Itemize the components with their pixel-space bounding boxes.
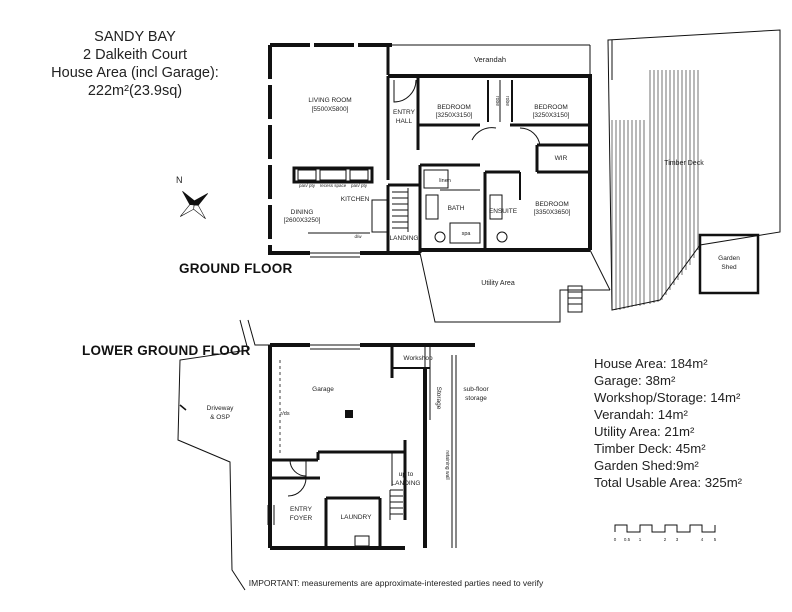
label-garden-shed-2: Shed (721, 264, 737, 271)
label-garage: Garage (312, 386, 334, 393)
label-storage: Storage (435, 387, 442, 410)
ground-floor-labels: Verandah LIVING ROOM [5500X5800] ENTRY H… (284, 55, 741, 287)
label-laundry: LAUNDRY (341, 514, 373, 521)
label-bedroom-2-dim: [3250X3150] (533, 112, 570, 119)
label-robe-2: robe (504, 96, 510, 106)
label-pantry-1: pan/ pty (299, 183, 316, 188)
property-title-block: SANDY BAY 2 Dalkeith Court House Area (i… (20, 28, 250, 100)
lower-ground-floor-labels: Workshop Storage sub-floor storage Garag… (207, 355, 490, 522)
north-compass-icon: N (176, 175, 209, 220)
label-entry-hall-2: HALL (396, 118, 413, 125)
label-garden-shed-1: Garden (718, 255, 740, 262)
scale-tick-3: 3 (676, 537, 679, 542)
house-area-value: 222m²(23.9sq) (87, 83, 183, 99)
label-robe-1: robe (494, 96, 500, 106)
label-living-dim: [5500X5800] (312, 106, 349, 113)
lower-ground-floor-title: LOWER GROUND FLOOR (82, 343, 251, 358)
scale-tick-0: 0 (614, 537, 617, 542)
timber-deck-boards (611, 70, 699, 310)
label-subfloor-2: storage (465, 395, 487, 402)
label-dishwasher: d/w (354, 234, 362, 239)
label-entry-hall-1: ENTRY (393, 109, 416, 116)
label-entry-foyer-1: ENTRY (290, 506, 313, 513)
label-bath: BATH (448, 205, 465, 212)
label-bedroom-3-dim: [3350X3650] (534, 209, 571, 216)
label-rds: r/ds (280, 411, 289, 417)
area-shed: Garden Shed:9m² (594, 458, 699, 473)
disclaimer-note: IMPORTANT: measurements are approximate-… (248, 578, 544, 588)
house-area-label: House Area (incl Garage): (51, 65, 219, 81)
label-retaining-wall: retaining wall (444, 450, 450, 479)
scale-tick-0-5: 0.5 (624, 537, 631, 542)
label-pantry-2: pan/ pty (351, 183, 368, 188)
label-timber-deck: Timber Deck (664, 160, 704, 167)
label-verandah: Verandah (474, 55, 506, 64)
label-dining: DINING (291, 209, 314, 216)
label-driveway-2: & OSP (210, 414, 230, 421)
area-workshop: Workshop/Storage: 14m² (594, 390, 741, 405)
label-workshop: Workshop (403, 355, 433, 362)
label-bedroom-3: BEDROOM (535, 201, 569, 208)
area-utility: Utility Area: 21m² (594, 424, 695, 439)
label-recess: recess space (320, 183, 347, 188)
label-bedroom-2: BEDROOM (534, 104, 568, 111)
label-spa: spa (462, 231, 472, 237)
label-kitchen: KITCHEN (341, 196, 370, 203)
label-bedroom-1: BEDROOM (437, 104, 471, 111)
scale-tick-1: 1 (639, 537, 642, 542)
scale-tick-5: 5 (714, 537, 717, 542)
area-house: House Area: 184m² (594, 356, 708, 371)
ground-floor-plan (268, 29, 781, 323)
label-linen: linen (439, 178, 451, 184)
label-wir: WIR (555, 155, 568, 162)
label-dining-dim: [2600X3250] (284, 217, 321, 224)
lower-ground-floor-plan (177, 319, 475, 591)
label-entry-foyer-2: FOYER (290, 515, 313, 522)
label-up-to-1: up to (399, 471, 414, 478)
area-summary: House Area: 184m² Garage: 38m² Workshop/… (594, 355, 742, 491)
area-garage: Garage: 38m² (594, 373, 676, 388)
scale-bar-labels: 0 0.5 1 2 3 4 5 (614, 537, 717, 542)
label-ensuite: ENSUITE (489, 208, 518, 215)
compass-north-label: N (176, 175, 183, 185)
ground-floor-title: GROUND FLOOR (179, 261, 293, 276)
label-subfloor-1: sub-floor (463, 386, 489, 393)
area-deck: Timber Deck: 45m² (594, 441, 706, 456)
street-address: 2 Dalkeith Court (83, 47, 187, 63)
label-utility-area: Utility Area (481, 280, 515, 287)
area-total: Total Usable Area: 325m² (594, 475, 743, 490)
label-living-room: LIVING ROOM (308, 97, 351, 104)
label-landing: LANDING (390, 235, 419, 242)
area-verandah: Verandah: 14m² (594, 407, 688, 422)
label-up-to-2: LANDING (392, 480, 421, 487)
scale-bar (614, 524, 716, 533)
label-bedroom-1-dim: [3250X3150] (436, 112, 473, 119)
scale-tick-2: 2 (664, 537, 667, 542)
scale-tick-4: 4 (701, 537, 704, 542)
suburb-name: SANDY BAY (94, 29, 176, 45)
label-driveway-1: Driveway (207, 405, 234, 412)
